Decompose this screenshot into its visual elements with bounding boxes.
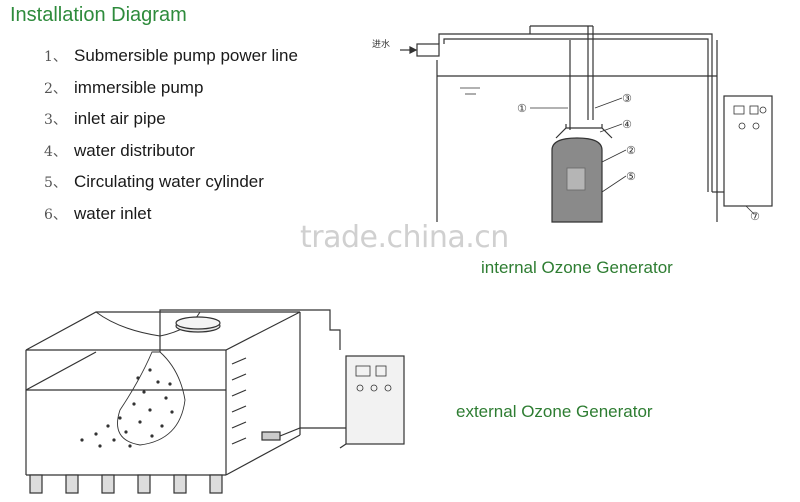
legend-item: 2、 immersible pump [44, 74, 298, 106]
return-pipe [279, 427, 350, 437]
legend-item: 1、 Submersible pump power line [44, 42, 298, 74]
external-generator-box [345, 355, 405, 445]
legend-label: water distributor [74, 140, 195, 160]
legend-number: 5、 [44, 175, 67, 191]
legend-item: 3、 inlet air pipe [44, 105, 298, 137]
legend-number: 6、 [44, 206, 67, 223]
legend-item: 6、 water inlet [44, 200, 298, 232]
bubbles [80, 368, 174, 448]
diagram-title: Installation Diagram [10, 4, 187, 26]
legend-number: 3、 [44, 112, 67, 128]
inlet-pipe [416, 43, 440, 57]
callout-2: ② [626, 144, 636, 157]
legend-label: Submersible pump power line [74, 46, 298, 65]
caption-external-generator: external Ozone Generator [456, 402, 653, 421]
inlet-label: 进水 [372, 38, 390, 50]
legend-label: water inlet [74, 203, 152, 223]
pump [261, 431, 281, 441]
caption-internal-generator: internal Ozone Generator [481, 258, 673, 277]
legend-label: inlet air pipe [74, 109, 166, 128]
watermark: trade.china.cn [300, 220, 509, 255]
callout-4: ④ [622, 118, 632, 131]
legend-list: 1、 Submersible pump power line 2、 immersib… [44, 42, 298, 231]
top-pipe-inner [443, 38, 709, 192]
callout-3: ③ [622, 92, 632, 105]
callout-5: ⑤ [626, 170, 636, 183]
legend-number: 4、 [44, 143, 67, 160]
callout-7: ⑦ [750, 210, 760, 223]
legend-number: 1、 [44, 49, 67, 65]
inlet-arrow-head [409, 46, 418, 54]
legend-label: immersible pump [74, 77, 204, 97]
legend-number: 2、 [44, 80, 67, 97]
external-setup [25, 309, 405, 494]
ozone-tube [159, 309, 341, 352]
tank-top-face [25, 311, 301, 351]
internal-generator-box [723, 95, 773, 207]
water-distributor [555, 127, 613, 139]
internal-callouts: 进水 ① ② ③ ④ ⑤ ⑦ [372, 38, 760, 223]
legend-item: 4、 water distributor [44, 137, 298, 169]
legend-item: 5、 Circulating water cylinder [44, 168, 298, 200]
callout-1: ① [517, 102, 527, 115]
top-pipe-outer [438, 33, 713, 192]
legend-label: Circulating water cylinder [74, 172, 264, 191]
internal-setup [400, 25, 773, 223]
